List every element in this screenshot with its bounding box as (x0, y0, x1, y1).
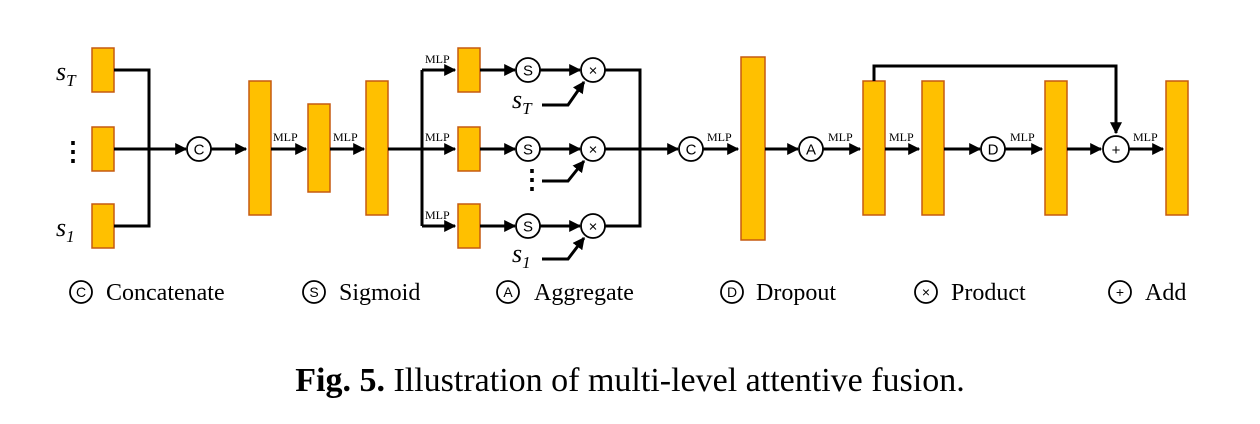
svg-text:C: C (76, 284, 86, 300)
mlp-label-7: MLP (1133, 130, 1158, 144)
legend-dropout-label: Dropout (756, 280, 836, 306)
legend-sigmoid-icon (302, 280, 326, 304)
legend-item-dropout: D Dropout (720, 280, 836, 306)
input-block-s1 (91, 203, 115, 249)
mlp-label-3: MLP (707, 130, 732, 144)
branch-label-sT: sT (512, 85, 533, 118)
input-features: sT ⋮ s1 (56, 47, 115, 249)
input-block-sT (91, 47, 115, 93)
output-block (1165, 80, 1189, 216)
svg-text:×: × (922, 284, 930, 300)
legend-aggregate-label: Aggregate (534, 280, 634, 306)
aggregate-symbol: A (806, 142, 816, 159)
figure-caption: Fig. 5. Illustration of multi-level atte… (0, 362, 1260, 400)
legend-product-label: Product (951, 280, 1026, 306)
legend: C Concatenate S Sigmoid A Aggregate D Dr… (69, 280, 1186, 306)
branch-block-top (457, 47, 481, 93)
mlp-label-5: MLP (889, 130, 914, 144)
legend-add-icon (1108, 280, 1132, 304)
svg-text:D: D (727, 284, 737, 300)
concat-output-block (740, 56, 766, 241)
aggregate-block (862, 80, 886, 216)
sigmoid-symbol-mid: S (523, 142, 533, 159)
arrow-s1-to-product (542, 237, 586, 261)
fusion-diagram: sT ⋮ s1 C MLP MLP MLP MLP MLP S × sT S × (56, 47, 1189, 306)
branch-label-s1: s1 (512, 239, 531, 272)
mlp-label-2: MLP (333, 130, 358, 144)
arrow-sT-to-product (542, 81, 586, 107)
sigmoid-symbol-top: S (523, 63, 533, 80)
input-label-s1: s1 (56, 213, 75, 246)
dropout-block (1044, 80, 1068, 216)
mlp-label-6: MLP (1010, 130, 1035, 144)
mlp-label-4: MLP (828, 130, 853, 144)
product-symbol-mid: × (589, 142, 598, 159)
svg-text:+: + (1116, 284, 1124, 300)
add-symbol: + (1112, 142, 1121, 159)
legend-sigmoid-label: Sigmoid (339, 280, 420, 306)
dropout-symbol: D (988, 142, 999, 159)
branch-block-bottom (457, 203, 481, 249)
branch-block-mid (457, 126, 481, 172)
sigmoid-symbol-bottom: S (523, 219, 533, 236)
caption-label: Fig. 5. (295, 362, 385, 399)
input-block-middle (91, 126, 115, 172)
bottleneck-block (307, 103, 331, 193)
branch-ellipsis: ⋮ (519, 165, 545, 194)
legend-product-icon (914, 280, 938, 304)
mlp-label-branch-mid: MLP (425, 130, 450, 144)
legend-concat-icon (69, 280, 93, 304)
legend-item-concatenate: C Concatenate (69, 280, 225, 306)
mlp-label-branch-bottom: MLP (425, 208, 450, 222)
legend-item-aggregate: A Aggregate (496, 280, 634, 306)
caption-text: Illustration of multi-level attentive fu… (393, 362, 965, 399)
svg-text:A: A (503, 284, 513, 300)
legend-aggregate-icon (496, 280, 520, 304)
fused-block-2 (365, 80, 389, 216)
mlp-block (921, 80, 945, 216)
skip-connection (872, 64, 1122, 135)
fused-block-1 (248, 80, 272, 216)
mlp-label-1: MLP (273, 130, 298, 144)
legend-item-add: + Add (1108, 280, 1186, 306)
arrow-ellipsis-to-product (542, 160, 586, 183)
legend-dropout-icon (720, 280, 744, 304)
concat-symbol-1: C (194, 142, 205, 159)
legend-concatenate-label: Concatenate (106, 280, 225, 306)
concat-symbol-2: C (686, 142, 697, 159)
legend-item-product: × Product (914, 280, 1026, 306)
product-symbol-top: × (589, 63, 598, 80)
legend-item-sigmoid: S Sigmoid (302, 280, 420, 306)
input-ellipsis: ⋮ (60, 137, 86, 166)
legend-add-label: Add (1145, 280, 1186, 306)
mlp-label-branch-top: MLP (425, 52, 450, 66)
svg-text:S: S (309, 284, 318, 300)
input-label-sT: sT (56, 57, 77, 90)
product-symbol-bottom: × (589, 219, 598, 236)
